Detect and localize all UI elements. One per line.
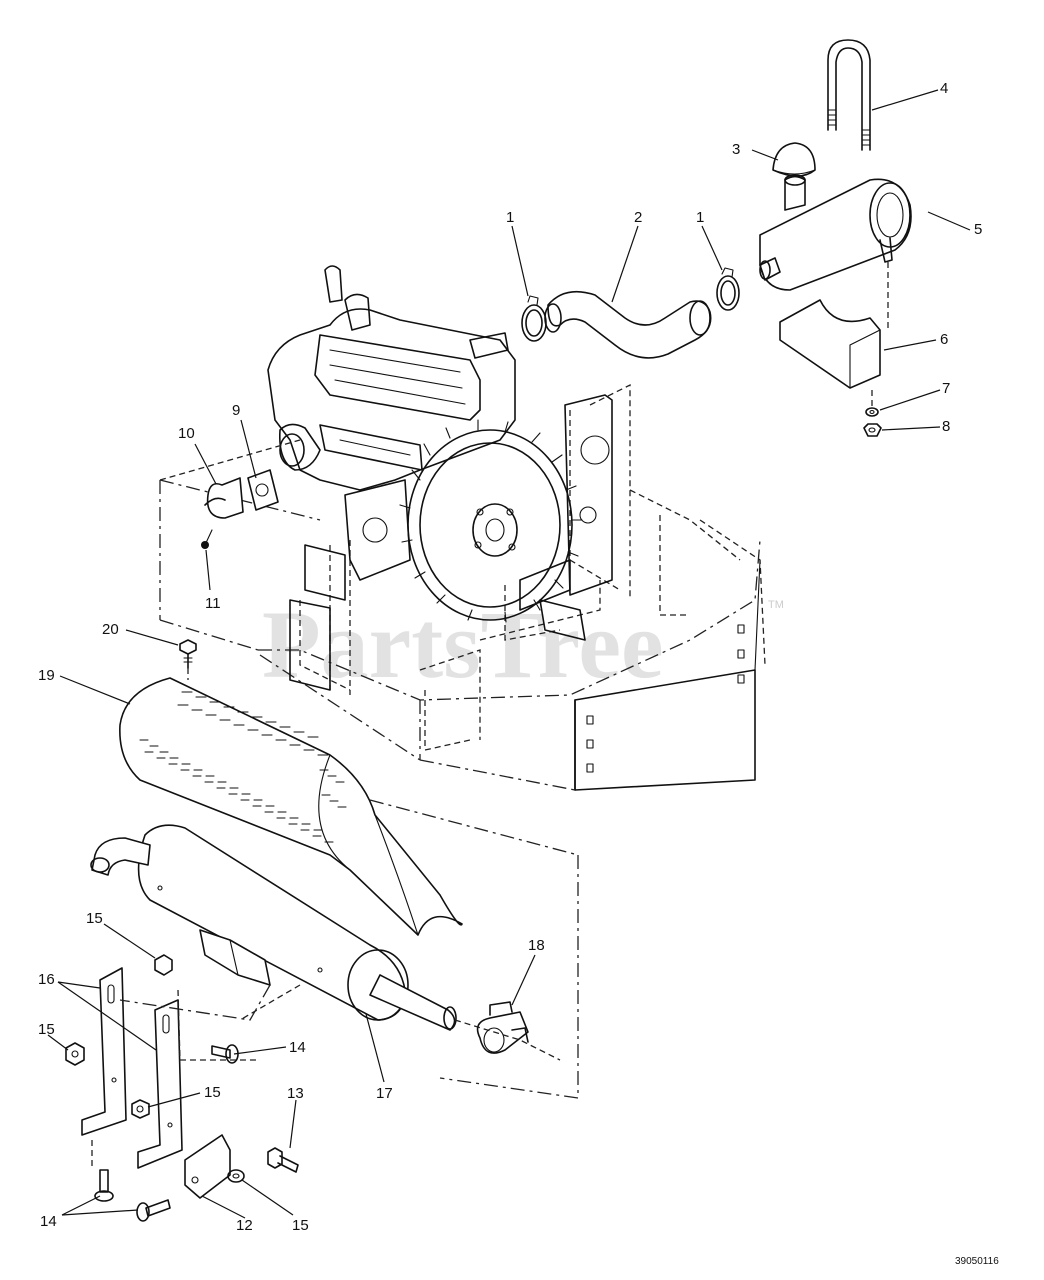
muffler-clamp bbox=[476, 1001, 529, 1054]
callout-7: 7 bbox=[942, 380, 950, 397]
lock-washer bbox=[865, 407, 879, 417]
callout-labels: 1 2 1 3 4 5 6 7 8 9 10 11 20 19 15 16 15… bbox=[38, 80, 982, 1234]
callout-14-upper: 14 bbox=[289, 1039, 306, 1056]
stud bbox=[201, 529, 213, 549]
watermark-text: PartsTree bbox=[262, 591, 664, 698]
callout-16: 16 bbox=[38, 971, 55, 988]
nut-left bbox=[65, 1042, 85, 1066]
air-cleaner-bracket bbox=[779, 299, 881, 410]
callout-10: 10 bbox=[178, 425, 195, 442]
callout-9: 9 bbox=[232, 402, 240, 419]
air-cleaner-cap bbox=[772, 142, 816, 177]
callout-2: 2 bbox=[634, 209, 642, 226]
flange-axis bbox=[159, 439, 301, 481]
watermark-tm: TM bbox=[768, 599, 784, 611]
angle-bracket bbox=[184, 1134, 231, 1199]
callout-11: 11 bbox=[205, 595, 221, 612]
watermark: PartsTree TM bbox=[262, 591, 784, 698]
carriage-bolts-lower bbox=[94, 1169, 171, 1222]
gasket bbox=[247, 469, 279, 511]
engine bbox=[267, 265, 613, 691]
callout-15-left: 15 bbox=[38, 1021, 55, 1038]
nut-upper bbox=[154, 954, 173, 976]
callout-15-lower: 15 bbox=[292, 1217, 309, 1234]
air-cleaner bbox=[759, 174, 912, 330]
exhaust-flange bbox=[204, 477, 244, 519]
callout-17: 17 bbox=[376, 1085, 393, 1102]
drawing-number: 39050116 bbox=[955, 1256, 999, 1267]
muffler-heat-shield bbox=[119, 677, 463, 936]
muffler-support-brackets bbox=[81, 967, 183, 1169]
callout-12: 12 bbox=[236, 1217, 253, 1234]
callout-18: 18 bbox=[528, 937, 545, 954]
callout-1-left: 1 bbox=[506, 209, 514, 226]
engine-frame bbox=[159, 383, 766, 791]
callout-1-right: 1 bbox=[696, 209, 704, 226]
callout-6: 6 bbox=[940, 331, 948, 348]
callout-15-middle: 15 bbox=[204, 1084, 221, 1101]
callout-4: 4 bbox=[940, 80, 948, 97]
screw bbox=[179, 639, 197, 680]
air-intake-hose bbox=[544, 290, 712, 359]
callout-19: 19 bbox=[38, 667, 55, 684]
callout-3: 3 bbox=[732, 141, 740, 158]
callout-8: 8 bbox=[942, 418, 950, 435]
callout-13: 13 bbox=[287, 1085, 304, 1102]
callout-20: 20 bbox=[102, 621, 119, 638]
hose-clamp-left bbox=[521, 295, 547, 342]
u-bolt bbox=[827, 39, 871, 151]
nut bbox=[863, 423, 882, 437]
callout-5: 5 bbox=[974, 221, 982, 238]
callout-15-upper: 15 bbox=[86, 910, 103, 927]
leader-lines bbox=[47, 89, 971, 1219]
muffler bbox=[90, 824, 457, 1031]
nut-lower bbox=[227, 1169, 245, 1183]
nut-middle bbox=[131, 1099, 150, 1119]
assembly-lines bbox=[91, 799, 579, 1170]
callout-14-lower: 14 bbox=[40, 1213, 57, 1230]
hose-clamp-right bbox=[716, 267, 740, 311]
bolt bbox=[267, 1147, 299, 1173]
